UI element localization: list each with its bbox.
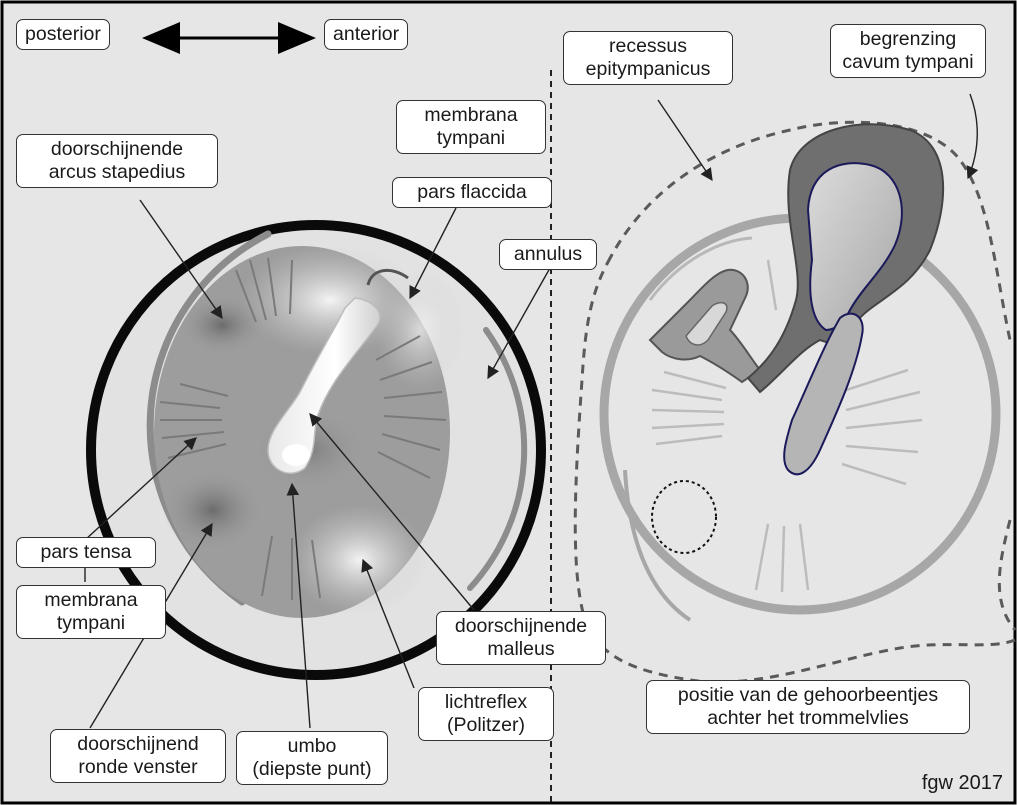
- label-positie-line2: achter het trommelvlies: [655, 707, 961, 730]
- label-membrana-bottom-line2: tympani: [25, 612, 157, 635]
- label-arcus-stapedius: doorschijnende arcus stapedius: [16, 134, 218, 188]
- label-begrenzing-line2: cavum tympani: [839, 51, 977, 74]
- label-annulus: annulus: [499, 239, 597, 270]
- label-anterior: anterior: [324, 19, 408, 50]
- light-reflex: [290, 505, 430, 615]
- light-area-right: [375, 270, 465, 390]
- label-begrenzing-cavum-tympani: begrenzing cavum tympani: [830, 24, 986, 78]
- label-pars-flaccida: pars flaccida: [392, 177, 552, 208]
- label-recessus-epitympanicus: recessus epitympanicus: [563, 31, 733, 85]
- label-lichtreflex-line2: (Politzer): [427, 714, 545, 737]
- umbo: [282, 444, 310, 466]
- label-arcus-line1: doorschijnende: [25, 138, 209, 161]
- label-ronde-line1: doorschijnend: [59, 733, 217, 756]
- label-lichtreflex: lichtreflex (Politzer): [418, 687, 554, 741]
- label-ronde-venster: doorschijnend ronde venster: [50, 729, 226, 783]
- arcus-shadow: [180, 295, 264, 355]
- round-window-shadow: [163, 470, 263, 550]
- label-umbo-line1: umbo: [245, 735, 379, 758]
- label-membrana-top-line2: tympani: [405, 127, 537, 150]
- credit-text: fgw 2017: [922, 772, 1003, 795]
- label-recessus-line2: epitympanicus: [572, 58, 724, 81]
- label-malleus-line2: malleus: [445, 638, 597, 661]
- label-membrana-top-line1: membrana: [405, 104, 537, 127]
- label-recessus-line1: recessus: [572, 35, 724, 58]
- label-lichtreflex-line1: lichtreflex: [427, 691, 545, 714]
- label-malleus: doorschijnende malleus: [436, 611, 606, 665]
- label-positie-gehoorbeentjes: positie van de gehoorbeentjes achter het…: [646, 680, 970, 734]
- label-begrenzing-line1: begrenzing: [839, 28, 977, 51]
- label-umbo-line2: (diepste punt): [245, 758, 379, 781]
- label-pars-tensa: pars tensa: [16, 537, 156, 568]
- label-umbo: umbo (diepste punt): [236, 731, 388, 785]
- label-malleus-line1: doorschijnende: [445, 615, 597, 638]
- label-posterior: posterior: [16, 19, 110, 50]
- label-membrana-tympani-bottom: membrana tympani: [16, 585, 166, 639]
- label-membrana-tympani-top: membrana tympani: [396, 100, 546, 154]
- label-membrana-bottom-line1: membrana: [25, 589, 157, 612]
- label-arcus-line2: arcus stapedius: [25, 161, 209, 184]
- label-positie-line1: positie van de gehoorbeentjes: [655, 684, 961, 707]
- label-ronde-line2: ronde venster: [59, 756, 217, 779]
